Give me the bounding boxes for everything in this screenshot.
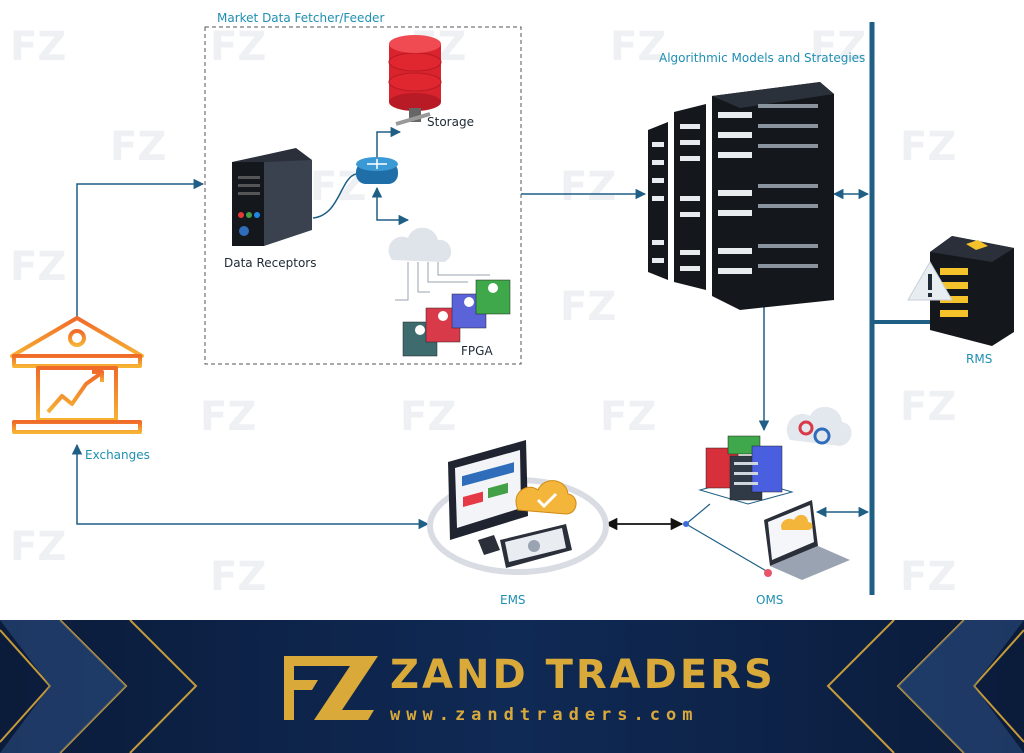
bank-building-icon bbox=[10, 316, 144, 434]
exchanges-to-fetcher-arrow bbox=[76, 178, 205, 318]
svg-text:FZ: FZ bbox=[810, 24, 866, 70]
fpga-label: FPGA bbox=[461, 344, 493, 358]
router-to-fpga-arrow bbox=[371, 186, 410, 226]
svg-text:FZ: FZ bbox=[900, 554, 956, 600]
brand-name: ZAND TRADERS bbox=[390, 652, 776, 698]
database-icon bbox=[388, 35, 442, 126]
market-data-fetcher-box bbox=[204, 26, 522, 365]
rms-label: RMS bbox=[966, 352, 993, 366]
svg-text:FZ: FZ bbox=[900, 124, 956, 170]
brand-url[interactable]: www.zandtraders.com bbox=[390, 705, 699, 725]
connectors bbox=[71, 126, 870, 530]
warning-server-icon bbox=[907, 236, 1014, 346]
oms-label: OMS bbox=[756, 593, 784, 607]
svg-text:FZ: FZ bbox=[400, 394, 456, 440]
svg-text:FZ: FZ bbox=[610, 24, 666, 70]
svg-text:FZ: FZ bbox=[560, 164, 616, 210]
svg-text:FZ: FZ bbox=[560, 284, 616, 330]
router-to-storage-arrow bbox=[376, 126, 402, 160]
svg-text:FZ: FZ bbox=[10, 244, 66, 290]
fpga-cluster-icon bbox=[388, 227, 511, 357]
svg-text:FZ: FZ bbox=[210, 554, 266, 600]
brand-footer bbox=[0, 620, 1024, 753]
server-tower-icon bbox=[232, 148, 312, 246]
router-icon bbox=[356, 157, 398, 184]
exchanges-label: Exchanges bbox=[85, 448, 150, 462]
market-data-fetcher-label: Market Data Fetcher/Feeder bbox=[217, 11, 385, 25]
svg-text:FZ: FZ bbox=[200, 394, 256, 440]
svg-text:FZ: FZ bbox=[10, 24, 66, 70]
data-receptors-label: Data Receptors bbox=[224, 256, 317, 270]
footer-decoration bbox=[0, 620, 1024, 753]
monitor-cloud-icon bbox=[427, 440, 609, 575]
brand-logo-icon bbox=[284, 656, 378, 720]
svg-text:FZ: FZ bbox=[10, 524, 66, 570]
server-rack-icon bbox=[648, 82, 834, 310]
server-laptop-cloud-icon bbox=[683, 406, 852, 580]
storage-label: Storage bbox=[427, 115, 474, 129]
svg-text:FZ: FZ bbox=[110, 124, 166, 170]
receptors-to-router-line bbox=[312, 173, 357, 219]
svg-text:FZ: FZ bbox=[900, 384, 956, 430]
ems-label: EMS bbox=[500, 593, 526, 607]
ems-to-exchanges-arrow bbox=[71, 443, 430, 530]
svg-text:FZ: FZ bbox=[600, 394, 656, 440]
algorithmic-models-label: Algorithmic Models and Strategies bbox=[659, 51, 866, 65]
svg-text:FZ: FZ bbox=[210, 24, 266, 70]
